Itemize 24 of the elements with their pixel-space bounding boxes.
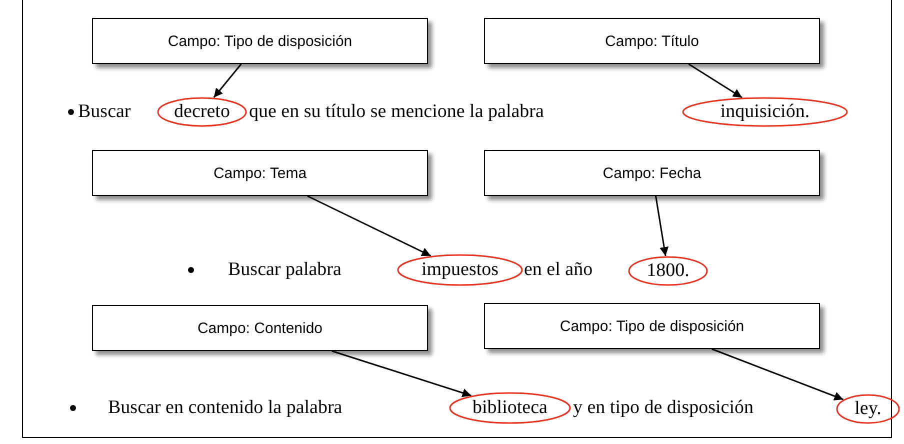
sentence-text: Buscar en contenido la palabra <box>108 396 342 420</box>
arrow <box>213 64 242 98</box>
field-box: Campo: Tema <box>92 150 428 196</box>
arrow <box>307 195 432 256</box>
arrow <box>712 348 844 400</box>
sentence-text: que en su título se mencione la palabra <box>249 100 544 124</box>
sentence-text: Buscar <box>78 100 131 124</box>
sentence-text: en el año <box>524 258 593 282</box>
field-box: Campo: Tipo de disposición <box>484 303 820 349</box>
circled-word: ley. <box>836 394 900 424</box>
circled-word: biblioteca <box>449 392 571 424</box>
sentence-text: y en tipo de disposición <box>573 396 754 420</box>
field-box: Campo: Título <box>484 18 820 64</box>
field-box: Campo: Tipo de disposición <box>92 18 428 64</box>
field-box: Campo: Fecha <box>484 150 820 196</box>
arrow <box>688 63 742 98</box>
circled-word: impuestos <box>397 254 523 286</box>
circled-word: 1800. <box>628 256 708 286</box>
field-box: Campo: Contenido <box>92 305 428 351</box>
circled-word: inquisición. <box>682 97 848 127</box>
arrow <box>332 350 472 398</box>
circled-word: decreto <box>157 97 247 127</box>
sentence-text: Buscar palabra <box>228 258 342 282</box>
arrow <box>655 196 669 256</box>
